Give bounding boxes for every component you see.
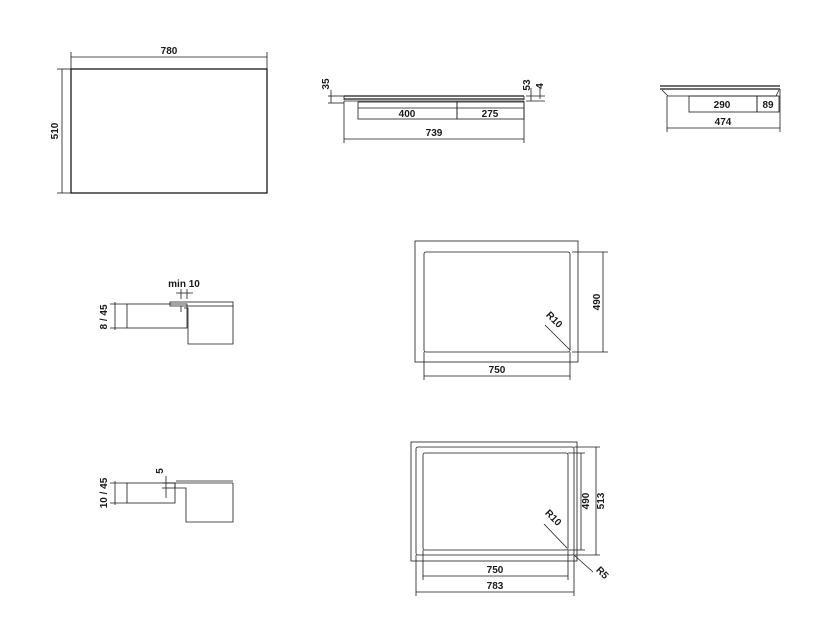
worktop-thickness-label-b: 10 / 45 [99, 477, 110, 508]
worktop-thickness-label-a: 8 / 45 [99, 304, 110, 329]
front-edge-label: 53 [522, 79, 533, 91]
cutout-b-width-label: 750 [487, 565, 504, 576]
top-width-label: 780 [161, 46, 178, 57]
top-depth-label: 510 [50, 122, 61, 139]
min-gap-label: min 10 [168, 279, 200, 290]
side-view: 290 89 474 [660, 85, 781, 132]
step-label: 5 [155, 468, 166, 474]
flush-detail-a: min 10 8 / 45 [99, 279, 234, 345]
front-right-box-label: 275 [482, 109, 499, 120]
cutout-a: 490 750 R10 [414, 240, 608, 380]
cutout-b-outer-radius-label: R5 [593, 565, 610, 582]
front-view: 35 53 4 400 275 739 [321, 78, 546, 143]
front-height-label: 35 [321, 78, 332, 90]
side-overall-label: 474 [715, 117, 732, 128]
flush-detail-b: 5 10 / 45 [99, 468, 234, 523]
cutout-a-radius-label: R10 [543, 310, 564, 331]
cutout-b-outer-width-label: 783 [487, 581, 504, 592]
top-view: 780 510 [50, 46, 268, 194]
side-offset-label: 89 [762, 100, 774, 111]
cutout-b-outer-depth-label: 513 [596, 492, 607, 509]
front-left-box-label: 400 [399, 109, 416, 120]
front-overall-label: 739 [426, 128, 443, 139]
cutout-b: 490 513 750 783 R10 R5 [410, 441, 610, 596]
cutout-a-depth-label: 490 [592, 293, 603, 310]
front-glass-label: 4 [535, 83, 546, 89]
side-box-label: 290 [714, 100, 731, 111]
cutout-a-width-label: 750 [489, 365, 506, 376]
cutout-b-depth-label: 490 [581, 492, 592, 509]
